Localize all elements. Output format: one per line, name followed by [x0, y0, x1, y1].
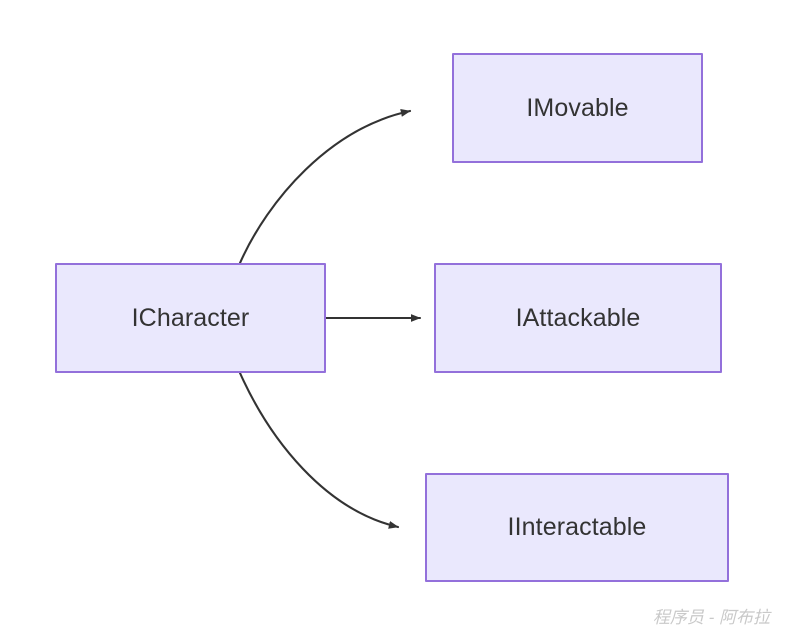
node-imovable[interactable]: IMovable	[452, 53, 703, 163]
node-iinteractable[interactable]: IInteractable	[425, 473, 729, 582]
node-iattackable[interactable]: IAttackable	[434, 263, 722, 373]
node-iinteractable-label: IInteractable	[507, 513, 647, 541]
edge-icharacter-to-iinteractable	[238, 371, 400, 529]
node-icharacter[interactable]: ICharacter	[55, 263, 326, 373]
watermark: 程序员 - 阿布拉	[652, 608, 770, 627]
node-imovable-label: IMovable	[526, 93, 629, 122]
node-icharacter-label: ICharacter	[131, 303, 250, 332]
edge-icharacter-to-imovable	[238, 109, 412, 265]
node-iattackable-label: IAttackable	[515, 303, 641, 332]
